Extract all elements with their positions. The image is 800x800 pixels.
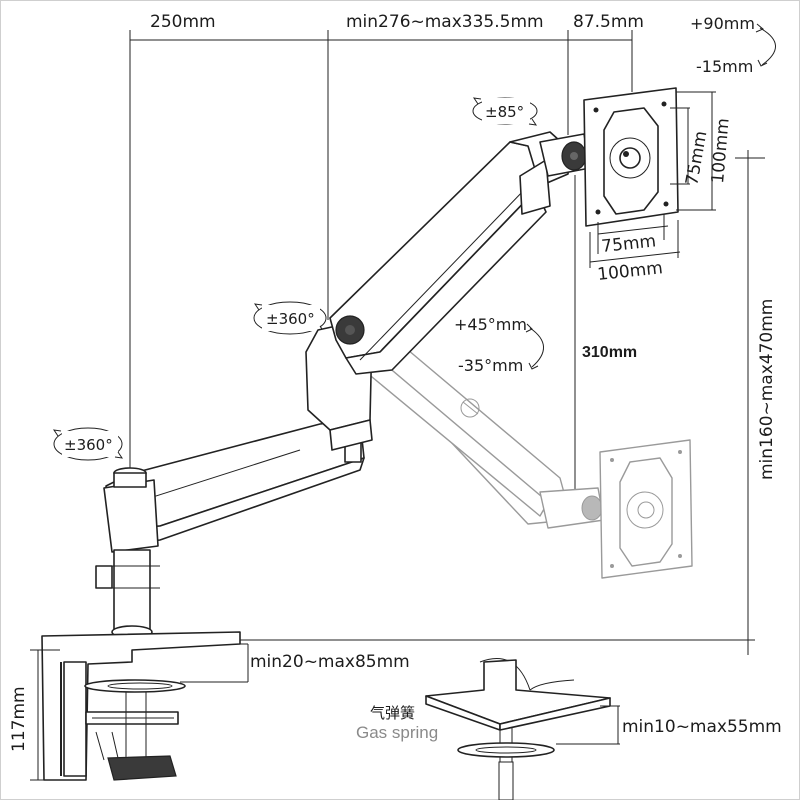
lift-arrow-up-icon: [525, 323, 533, 333]
desk-clamp: [41, 631, 241, 781]
grommet-dimension-lines: [556, 705, 620, 745]
tilt-arrow-up-icon: [755, 23, 764, 33]
vesa-dimension-lines: [589, 91, 716, 268]
rotation-head-label: ±85°: [485, 103, 524, 121]
gas-spring-en-label: Gas spring: [356, 723, 438, 742]
lift-arrow-down-icon: [528, 362, 539, 370]
vesa-plate: [583, 87, 679, 227]
gas-spring-cn-label: 气弹簧: [370, 704, 415, 722]
tilt-up-label: +90mm: [690, 14, 755, 33]
arm2-reach-label: min276~max335.5mm: [346, 12, 544, 32]
rotation-base-label: ±360°: [64, 436, 113, 454]
top-dimension-line: [129, 30, 633, 470]
grommet-thickness-label: min10~max55mm: [622, 717, 782, 737]
arm1-reach-label: 250mm: [150, 12, 216, 32]
lift-arc: [529, 327, 544, 368]
vesa-100-width-label: 100mm: [596, 258, 663, 285]
tilt-down-label: -15mm: [696, 57, 753, 76]
clamp-thickness-label: min20~max85mm: [250, 652, 410, 672]
rotation-elbow-label: ±360°: [266, 310, 315, 328]
height-dimension-line: [150, 150, 765, 655]
lift-up-label: +45°mm: [454, 315, 527, 334]
head-offset-label: 87.5mm: [573, 12, 644, 32]
tilt-arc: [759, 27, 776, 66]
vesa-75-height-label: 75mm: [682, 129, 711, 186]
vertical-travel-label: 310mm: [582, 344, 637, 361]
head-joint: [539, 133, 591, 177]
lift-down-label: -35°mm: [458, 356, 523, 375]
grommet-mount: [425, 658, 611, 800]
ghost-arm: [354, 317, 605, 529]
tilt-arrow-down-icon: [757, 59, 768, 67]
rotation-base-callout: [52, 427, 124, 461]
ghost-vesa-plate: [599, 439, 693, 579]
base-pole: [95, 467, 160, 639]
height-range-label: min160~max470mm: [757, 299, 777, 480]
clamp-height-label: 117mm: [9, 686, 29, 752]
vesa-75-width-label: 75mm: [600, 231, 657, 257]
clamp-dimension-lines: [30, 643, 249, 781]
rotation-head-callout: [472, 97, 538, 126]
upper-arm: [329, 131, 571, 375]
